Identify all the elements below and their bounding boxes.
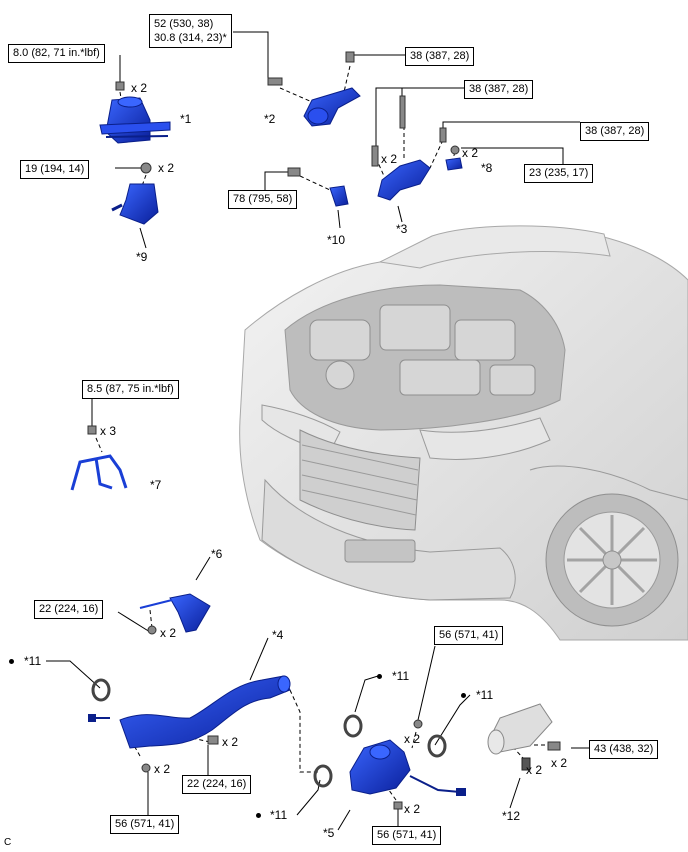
part-callout-1: *1 [180,112,192,126]
bullet-dot [9,659,14,664]
torque-spec-part2-line1: 52 (530, 38) [154,18,214,30]
part-callout-11: *11 [392,669,410,683]
gasket-11-c [427,734,447,758]
part-callout-12: *12 [502,809,521,823]
part-callout-8: *8 [481,161,493,175]
figure-code: C [4,837,12,848]
bullet-dot [461,693,466,698]
part-3-bracket [377,159,431,201]
torque-spec-part9: 19 (194, 14) [20,160,90,179]
part-10-bracket [329,185,349,207]
part-1-reservoir [99,96,171,144]
part-8-bracket [445,157,463,171]
qty-label: x 2 [526,763,543,777]
bullet-dot [256,813,261,818]
torque-spec-part10: 78 (795, 58) [228,190,298,209]
torque-spec-part6: 22 (224, 16) [34,600,104,619]
part-2-bracket [303,87,361,127]
part-callout-11: *11 [476,688,494,702]
torque-spec-part1: 8.0 (82, 71 in.*lbf) [8,44,105,63]
part-9-bracket [111,183,159,225]
part-6-bracket [139,593,211,633]
torque-spec-part3-bolt: 38 (387, 28) [464,80,534,99]
parts [70,51,561,810]
part-5-pipe [349,739,466,796]
part-callout-11: *11 [270,808,288,822]
torque-spec-part5-bolt: 56 (571, 41) [372,826,442,845]
torque-spec-part2: 52 (530, 38) 30.8 (314, 23)* [149,14,232,48]
qty-label: x 2 [462,146,479,160]
qty-label: x 2 [381,152,398,166]
part-4-pipe [88,675,291,749]
part-callout-6: *6 [211,547,223,561]
part-callout-5: *5 [323,826,335,840]
torque-spec-part2-bolt: 38 (387, 28) [405,47,475,66]
qty-label: x 2 [160,626,177,640]
part-7-harness [70,454,128,491]
torque-spec-part2-line2: 30.8 (314, 23)* [154,32,227,44]
qty-label: x 2 [404,732,421,746]
gasket-11-b [343,714,363,738]
part-callout-2: *2 [264,112,276,126]
torque-spec-part5-nut: 56 (571, 41) [434,626,504,645]
bullet-dot [377,674,382,679]
part-callout-10: *10 [327,233,346,247]
gasket-11-a [91,678,111,702]
qty-label: x 2 [158,161,175,175]
torque-spec-part7: 8.5 (87, 75 in.*lbf) [82,380,179,399]
qty-label: x 2 [404,802,421,816]
qty-label: x 2 [551,756,568,770]
part-12-stud [521,757,531,771]
torque-spec-part3-side: 38 (387, 28) [580,122,650,141]
torque-spec-part8: 23 (235, 17) [524,164,594,183]
part-callout-4: *4 [272,628,284,642]
qty-label: x 3 [100,424,117,438]
torque-spec-part4-bolt: 22 (224, 16) [182,775,252,794]
part-callout-11: *11 [24,654,42,668]
qty-label: x 2 [154,762,171,776]
part-callout-7: *7 [150,478,162,492]
qty-label: x 2 [131,81,148,95]
torque-spec-part12: 43 (438, 32) [589,740,659,759]
vehicle-illustration [239,225,688,641]
part-callout-3: *3 [396,222,408,236]
gasket-11-d [313,764,333,788]
qty-label: x 2 [222,735,239,749]
part-callout-9: *9 [136,250,148,264]
torque-spec-part4-nut: 56 (571, 41) [110,815,180,834]
